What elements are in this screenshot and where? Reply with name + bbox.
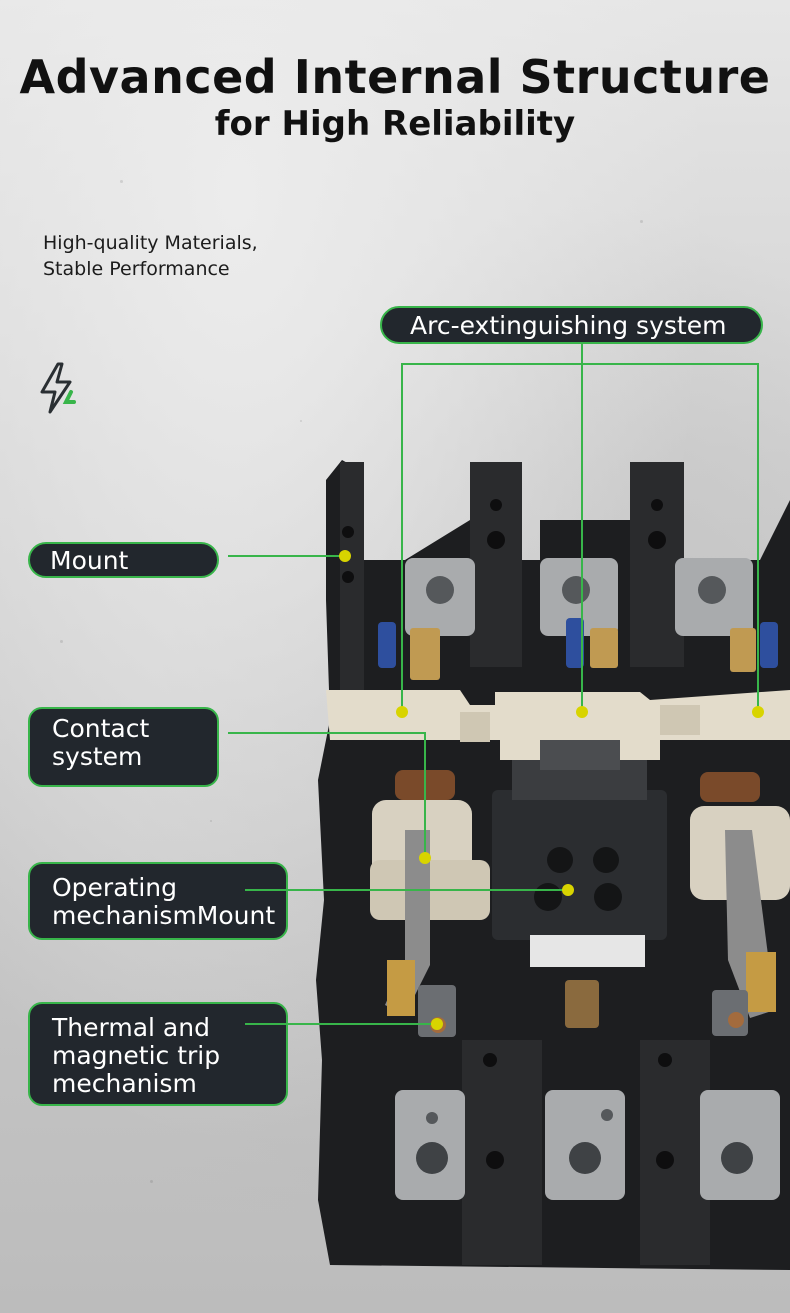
thermal-magnetic-trip-label: Thermal and magnetic trip mechanism bbox=[28, 1002, 288, 1106]
page-title: Advanced Internal Structure bbox=[19, 50, 771, 104]
contact-system-label: Contact system bbox=[28, 707, 219, 787]
terminal-hole bbox=[648, 531, 666, 549]
intro-text: High-quality Materials, Stable Performan… bbox=[43, 230, 343, 282]
contact-system-text: Contact bbox=[52, 714, 150, 743]
texture-speck bbox=[210, 820, 212, 822]
arc-extinguishing-text: Arc-extinguishing system bbox=[410, 311, 727, 340]
operating-mechanism-text: mechanismMount bbox=[52, 901, 276, 930]
operating-mechanism-label: Operating mechanismMount bbox=[28, 862, 288, 940]
terminal-hole bbox=[487, 531, 505, 549]
mount-text: Mount bbox=[50, 546, 129, 575]
texture-speck bbox=[150, 1180, 153, 1183]
texture-speck bbox=[60, 640, 63, 643]
thermal-trip-text: Thermal and bbox=[52, 1013, 210, 1042]
arc-extinguishing-label: Arc-extinguishing system bbox=[380, 306, 763, 344]
thermal-trip-text: magnetic trip bbox=[52, 1041, 221, 1070]
texture-speck bbox=[120, 180, 123, 183]
mount-label: Mount bbox=[28, 542, 219, 578]
texture-speck bbox=[640, 220, 643, 223]
intro-line: High-quality Materials, bbox=[43, 232, 258, 254]
contact-system-text: system bbox=[52, 742, 143, 771]
page-subtitle: for High Reliability bbox=[214, 104, 576, 144]
operating-mechanism-text: Operating bbox=[52, 873, 177, 902]
lightning-bolt-icon bbox=[40, 362, 76, 414]
intro-line: Stable Performance bbox=[43, 258, 230, 280]
texture-speck bbox=[300, 420, 302, 422]
thermal-trip-text: mechanism bbox=[52, 1069, 197, 1098]
